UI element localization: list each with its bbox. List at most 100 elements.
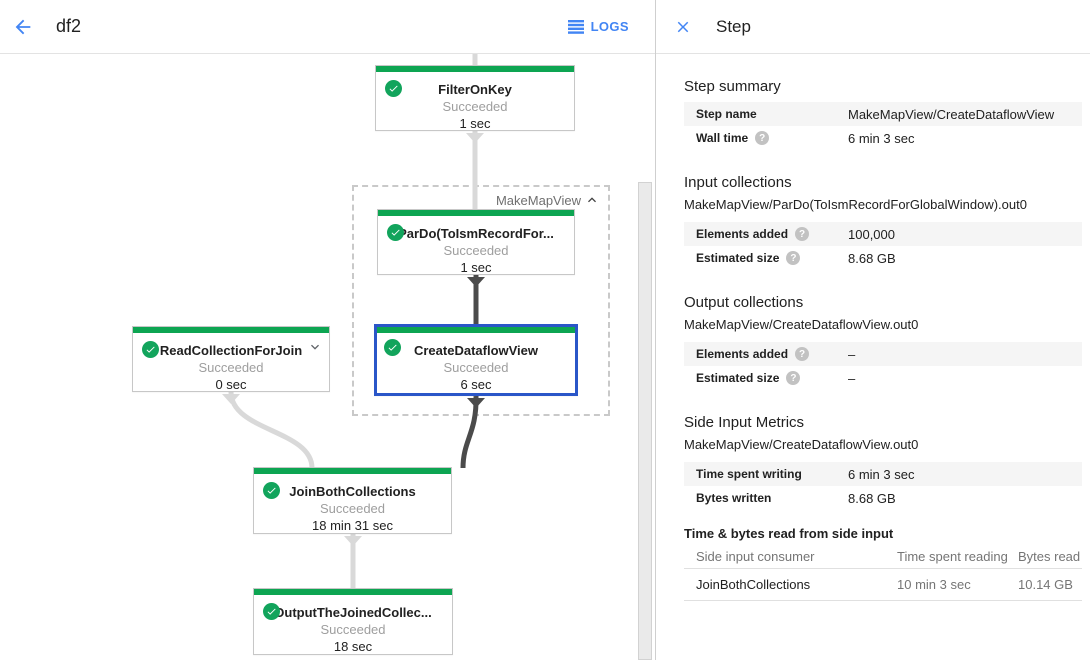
kv-key-label: Estimated size (696, 371, 780, 385)
chevron-down-icon[interactable] (307, 339, 323, 355)
kv-key-label: Elements added (696, 347, 789, 361)
collection-name: MakeMapView/CreateDataflowView.out0 (684, 437, 919, 452)
check-circle-icon (263, 603, 280, 620)
column-header: Time spent reading (897, 548, 1008, 564)
check-circle-icon (142, 341, 159, 358)
node-status: Succeeded (443, 243, 509, 258)
group-label: MakeMapView (495, 192, 581, 208)
section-side-input-metrics: Side Input Metrics MakeMapView/CreateDat… (684, 414, 1082, 510)
node-title: ParDo(ToIsmRecordFor... (398, 226, 554, 241)
logs-button[interactable]: LOGS (567, 19, 629, 34)
section-title: Input collections (684, 174, 792, 191)
kv-value: 100,000 (848, 226, 895, 242)
node-status-bar (376, 66, 574, 72)
help-icon[interactable] (795, 227, 810, 241)
table-title: Time & bytes read from side input (684, 526, 894, 541)
help-icon[interactable] (786, 251, 801, 265)
node-time: 18 sec (333, 639, 373, 654)
help-icon[interactable] (795, 347, 810, 361)
check-circle-icon (387, 224, 404, 241)
check-circle-icon (263, 482, 280, 499)
close-icon (677, 21, 689, 32)
help-icon[interactable] (786, 371, 801, 385)
node-status-bar (377, 327, 575, 333)
pipeline-graph: MakeMapView (132, 54, 652, 660)
section-input-collections: Input collections MakeMapView/ParDo(ToIs… (684, 174, 1082, 270)
column-header: Side input consumer (696, 548, 815, 564)
node-title: ReadCollectionForJoin (159, 343, 303, 358)
back-button[interactable] (10, 14, 36, 40)
check-circle-icon (384, 339, 401, 356)
node-pardo-toismrecord[interactable]: ParDo(ToIsmRecordFor... Succeeded 1 sec (377, 209, 575, 275)
node-title: CreateDataflowView (413, 343, 539, 358)
section-step-summary: Step summary Step name MakeMapView/Creat… (684, 78, 1082, 150)
node-time: 1 sec (460, 260, 492, 275)
pipeline-edges (222, 54, 485, 589)
node-status-bar (254, 589, 452, 595)
kv-row-estimated-size: Estimated size 8.68 GB (684, 246, 1082, 270)
column-header: Bytes read (1018, 548, 1081, 564)
close-button[interactable] (672, 16, 694, 38)
kv-key-label: Elements added (696, 227, 789, 241)
node-filteronkey[interactable]: FilterOnKey Succeeded 1 sec (375, 65, 575, 131)
collection-name: MakeMapView/CreateDataflowView.out0 (684, 317, 919, 332)
kv-row-elements-added: Elements added – (684, 342, 1082, 366)
node-status-bar (378, 210, 574, 216)
node-title: FilterOnKey (438, 82, 512, 97)
table-row: JoinBothCollections 10 min 3 sec 10.14 G… (684, 569, 1082, 601)
section-side-input-table: Time & bytes read from side input Side i… (684, 526, 1082, 601)
job-title: df2 (56, 16, 82, 36)
kv-key-label: Time spent writing (696, 467, 802, 481)
collection-name: MakeMapView/ParDo(ToIsmRecordForGlobalWi… (684, 197, 1027, 212)
graph-vertical-scrollbar[interactable] (638, 182, 652, 660)
back-arrow-icon (15, 19, 31, 34)
node-time: 1 sec (459, 116, 491, 131)
node-readcollectionforjoin[interactable]: ReadCollectionForJoin Succeeded 0 sec (132, 326, 330, 392)
node-title: JoinBothCollections (289, 484, 416, 499)
node-createdataflowview[interactable]: CreateDataflowView Succeeded 6 sec (374, 324, 578, 396)
section-title: Output collections (684, 294, 804, 311)
chevron-up-icon[interactable] (584, 192, 600, 208)
kv-value: – (848, 346, 856, 362)
node-time: 0 sec (215, 377, 247, 392)
kv-row-bytes-written: Bytes written 8.68 GB (684, 486, 1082, 510)
node-status: Succeeded (319, 501, 386, 516)
node-status: Succeeded (442, 99, 508, 114)
section-title: Side Input Metrics (684, 414, 805, 431)
node-status: Succeeded (198, 360, 264, 375)
top-bar: df2 LOGS (0, 0, 655, 54)
group-toggle[interactable]: MakeMapView (496, 192, 600, 208)
check-circle-icon (385, 80, 402, 97)
kv-value: – (848, 370, 856, 386)
node-status: Succeeded (320, 622, 386, 637)
kv-key-label: Bytes written (696, 491, 772, 505)
table-header-row: Side input consumer Time spent reading B… (684, 544, 1082, 569)
kv-row-step-name: Step name MakeMapView/CreateDataflowView (684, 102, 1082, 126)
node-outputthejoinedcollection[interactable]: OutputTheJoinedCollec... Succeeded 18 se… (253, 588, 453, 655)
makemapview-group: MakeMapView (352, 185, 610, 416)
step-details-panel: Step Step summary Step name MakeMapView/… (655, 0, 1090, 660)
panel-content: Step summary Step name MakeMapView/Creat… (656, 54, 1090, 601)
kv-key-label: Wall time (696, 131, 749, 145)
bytes-read: 10.14 GB (1018, 577, 1073, 592)
node-status: Succeeded (443, 360, 509, 375)
kv-value: 6 min 3 sec (848, 130, 915, 146)
kv-value: 6 min 3 sec (848, 466, 915, 482)
logs-icon (567, 19, 584, 34)
help-icon[interactable] (755, 131, 770, 145)
node-joinbothcollections[interactable]: JoinBothCollections Succeeded 18 min 31 … (253, 467, 452, 534)
node-status-bar (133, 327, 329, 333)
node-status-bar (254, 468, 451, 474)
logs-label: LOGS (590, 19, 629, 34)
panel-header: Step (656, 0, 1090, 54)
kv-key-label: Step name (696, 107, 757, 121)
time-spent-reading: 10 min 3 sec (897, 577, 971, 592)
kv-row-time-spent-writing: Time spent writing 6 min 3 sec (684, 462, 1082, 486)
node-time: 18 min 31 sec (312, 518, 393, 533)
section-output-collections: Output collections MakeMapView/CreateDat… (684, 294, 1082, 390)
panel-title: Step (716, 16, 751, 36)
kv-value: 8.68 GB (848, 490, 896, 506)
section-title: Step summary (684, 78, 781, 95)
kv-row-elements-added: Elements added 100,000 (684, 222, 1082, 246)
